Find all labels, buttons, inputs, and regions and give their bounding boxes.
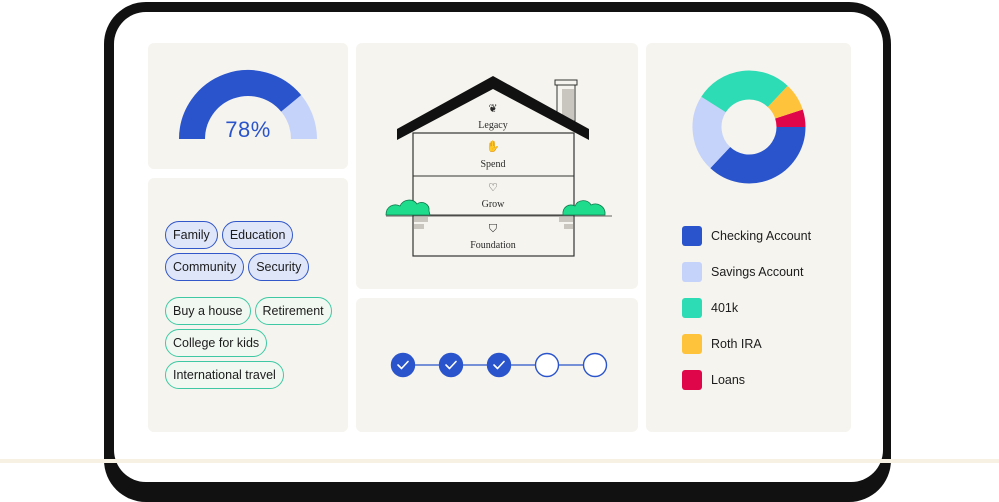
tag-college-for-kids[interactable]: College for kids (165, 329, 268, 357)
legend-label: Loans (711, 373, 746, 387)
values-tag-row: Community Security (165, 253, 310, 281)
brick-accents (414, 217, 573, 229)
tag-international-travel[interactable]: International travel (165, 361, 284, 389)
donut-slice-checking-account[interactable] (710, 126, 806, 184)
legend-item-savings: Savings Account (682, 262, 803, 282)
goals-tag-row: International travel (165, 361, 284, 389)
values-tag-row: Family Education (165, 221, 294, 249)
accounts-donut-chart (692, 70, 806, 184)
tag-education[interactable]: Education (221, 221, 294, 249)
house-level-grow: Grow (481, 199, 505, 210)
legend-item-401k: 401k (682, 298, 738, 318)
house-level-foundation: Foundation (470, 240, 516, 251)
house-illustration (385, 76, 612, 257)
legend-label: Roth IRA (711, 337, 762, 351)
step-complete[interactable] (486, 352, 512, 378)
donut-slice-loans[interactable] (774, 109, 806, 128)
progress-gauge-card: 78% (148, 43, 348, 169)
progress-steps-card (356, 298, 638, 432)
tag-buy-a-house[interactable]: Buy a house (165, 297, 251, 325)
legend-item-checking: Checking Account (682, 226, 811, 246)
progress-stepper (390, 352, 608, 378)
check-icon (445, 360, 457, 370)
legend-swatch (682, 334, 702, 354)
donut-slice-401k[interactable] (701, 70, 788, 113)
shield-check-icon: ⛉ (488, 223, 498, 235)
house-level-spend: Spend (480, 159, 506, 170)
legend-swatch (682, 262, 702, 282)
gauge-fill (179, 70, 302, 140)
legend-label: Savings Account (711, 265, 804, 279)
chimney-cap (554, 79, 578, 86)
house-walls (412, 132, 575, 257)
tag-security[interactable]: Security (248, 253, 310, 281)
bush-right (562, 200, 606, 216)
tag-community[interactable]: Community (165, 253, 245, 281)
floor-line (0, 459, 999, 463)
chimney-shade (562, 89, 574, 121)
donut-slice-roth-ira[interactable] (767, 85, 803, 120)
gauge-percentage: 78% (225, 117, 271, 142)
legend-swatch (682, 370, 702, 390)
legend-swatch (682, 298, 702, 318)
step-incomplete[interactable] (582, 352, 608, 378)
handshake-icon: ♡ (488, 182, 498, 194)
step-complete[interactable] (438, 352, 464, 378)
legend-label: 401k (711, 301, 739, 315)
financial-house-card: ❦ Legacy ✋ Spend ♡ Grow ⛉ Foundation (356, 43, 638, 289)
step-complete[interactable] (390, 352, 416, 378)
accounts-breakdown-card: Checking Account Savings Account 401k Ro… (646, 43, 851, 432)
goals-tag-row: Buy a house Retirement (165, 297, 332, 325)
legend-swatch (682, 226, 702, 246)
legend-item-roth-ira: Roth IRA (682, 334, 762, 354)
tag-family[interactable]: Family (165, 221, 218, 249)
step-incomplete[interactable] (534, 352, 560, 378)
house-level-legacy: Legacy (478, 120, 508, 131)
goals-tag-row: College for kids (165, 329, 268, 357)
bush-left (385, 199, 431, 216)
legend-item-loans: Loans (682, 370, 745, 390)
tag-retirement[interactable]: Retirement (254, 297, 332, 325)
tree-icon: ❦ (488, 103, 498, 115)
house-roof (397, 76, 589, 140)
check-icon (397, 360, 409, 370)
check-icon (493, 360, 505, 370)
values-goals-card: Family Education Community Security Buy … (148, 178, 348, 432)
legend-label: Checking Account (711, 229, 812, 243)
progress-gauge (179, 70, 317, 140)
hand-coin-icon: ✋ (486, 141, 500, 153)
donut-slice-savings-account[interactable] (692, 96, 731, 169)
